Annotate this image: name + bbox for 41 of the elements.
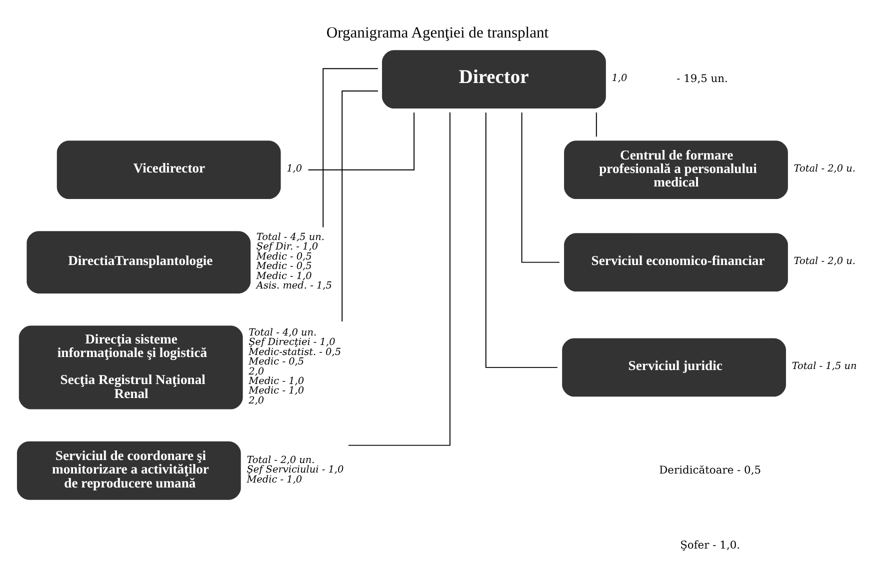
node-box: Serviciul juridic <box>562 338 786 397</box>
connector <box>348 112 450 446</box>
connector <box>308 112 415 170</box>
node-label: Total - 4,5 un. <box>256 232 324 243</box>
connector <box>322 68 378 228</box>
node-label: Medic - 1,0 <box>248 376 304 387</box>
node-box: Director <box>382 50 606 108</box>
connector <box>596 112 597 138</box>
connector <box>485 112 558 368</box>
node-label: Medic-statist. - 0,5 <box>248 346 342 358</box>
node-label: Total - 2,0 u. <box>794 163 856 174</box>
label: - 19,5 un. <box>676 72 728 86</box>
node-label: Total - 1,5 un <box>792 360 857 372</box>
node-label: Medic - 0,5 <box>256 251 312 262</box>
node-box: Vicedirector <box>56 140 281 200</box>
node-box: Centrul de formare profesională a personalului medical <box>564 140 788 200</box>
node-label: Şef Serviciului - 1,0 <box>246 464 344 476</box>
diagram-title: Organigrama Agenţiei de transplant <box>326 24 549 42</box>
node-label: 1,0 <box>612 72 628 84</box>
node-label: 1,0 <box>286 163 302 174</box>
node-label: Medic - 0,5 <box>256 261 312 272</box>
node-label: Medic - 1,0 <box>256 270 312 282</box>
node-label: Medic - 1,0 <box>248 386 304 397</box>
node-box: Serviciul de coordonare şi monitorizare a activităţilor de reproducere umană <box>16 441 241 500</box>
node-box: DirectiaTransplantologie <box>26 231 251 294</box>
node-label: Total - 4,0 un. <box>248 327 317 338</box>
connector <box>521 112 560 263</box>
node-label: Şef Direcţiei - 1,0 <box>248 337 336 348</box>
node-box: Serviciul economico-financiar <box>564 233 788 292</box>
node-label: 2,0 <box>248 395 264 406</box>
node-box: Direcţia sisteme informaţionale şi logistică Secţia Registrul Naţional Renal <box>18 326 243 410</box>
node-label: Asis. med. - 1,5 <box>256 280 332 292</box>
connector <box>342 90 378 322</box>
node-label: 2,0 <box>248 366 264 378</box>
node-label: Şef Dir. - 1,0 <box>256 242 318 253</box>
label: Şofer - 1,0. <box>680 538 740 552</box>
node-label: Medic - 1,0 <box>246 474 302 486</box>
label: Deridicătoare - 0,5 <box>659 463 762 476</box>
node-label: Medic - 0,5 <box>248 356 304 368</box>
node-label: Total - 2,0 un. <box>246 454 315 466</box>
node-label: Total - 2,0 u. <box>794 256 856 267</box>
